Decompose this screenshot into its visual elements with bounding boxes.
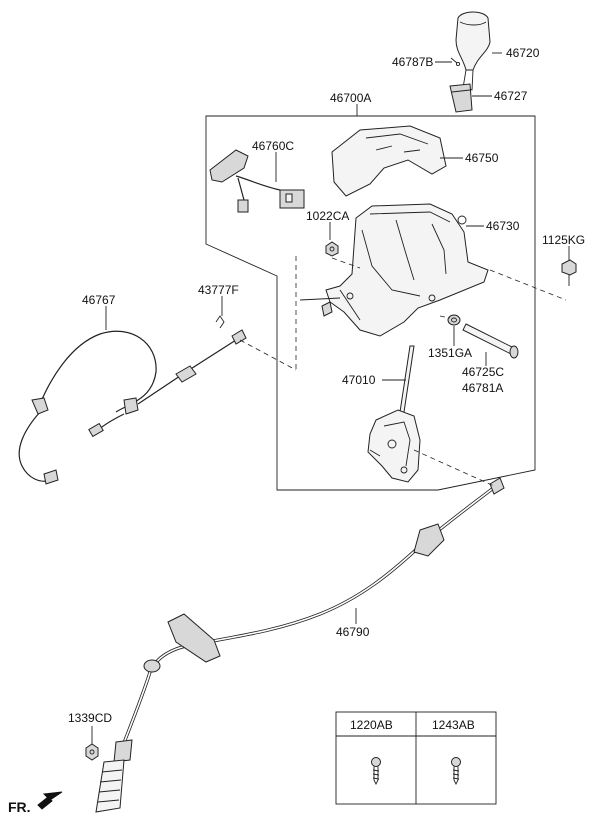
- front-direction-indicator: FR.: [8, 791, 63, 815]
- label-46787b: 46787B: [392, 55, 433, 69]
- label-1351ga: 1351GA: [428, 346, 472, 360]
- label-46781a: 46781A: [462, 381, 503, 395]
- label-46790: 46790: [336, 625, 370, 639]
- nut-1351: [447, 314, 461, 326]
- bolt-46725: [462, 323, 519, 359]
- label-43777f: 43777F: [198, 283, 239, 297]
- clip-43777: [215, 315, 225, 329]
- indicator-harness: [209, 149, 305, 213]
- shift-cable: [95, 477, 505, 813]
- dashed-leader: [239, 339, 297, 371]
- label-1022ca: 1022CA: [306, 209, 349, 223]
- knob-boot: [449, 83, 473, 113]
- screw-icon: [371, 757, 381, 786]
- indicator-cover: [331, 125, 447, 197]
- legend-table: 1220AB 1243AB: [335, 711, 497, 805]
- front-label: FR.: [8, 799, 31, 815]
- label-46760c: 46760C: [252, 139, 294, 153]
- label-47010: 47010: [342, 373, 376, 387]
- dashed-leader: [413, 449, 495, 487]
- label-1339cd: 1339CD: [68, 711, 112, 725]
- label-1125kg: 1125KG: [542, 233, 585, 247]
- dashed-leader: [489, 269, 567, 301]
- knob-pin: [450, 57, 461, 67]
- label-leaders: [91, 52, 570, 744]
- shift-lever-body: [299, 203, 489, 337]
- label-46700a: 46700A: [330, 91, 371, 105]
- screw-icon: [451, 757, 461, 786]
- label-46720: 46720: [506, 46, 540, 60]
- assembly-outline: [205, 115, 536, 491]
- shift-knob: [455, 11, 491, 91]
- dashed-leader: [331, 257, 361, 269]
- bolt-1339: [85, 743, 99, 761]
- lock-lever-assy: [367, 345, 421, 483]
- dashed-leader: [439, 315, 451, 319]
- label-46725c: 46725C: [462, 365, 504, 379]
- legend-col2-header: 1243AB: [432, 718, 475, 732]
- front-arrow-icon: [37, 791, 63, 810]
- bolt-1125: [561, 259, 577, 286]
- label-46750: 46750: [465, 151, 499, 165]
- label-46767: 46767: [82, 293, 116, 307]
- wire-harness: [18, 329, 247, 485]
- label-46730: 46730: [486, 219, 520, 233]
- nut-1022: [325, 241, 339, 257]
- label-46727: 46727: [494, 89, 528, 103]
- legend-col1-header: 1220AB: [350, 718, 393, 732]
